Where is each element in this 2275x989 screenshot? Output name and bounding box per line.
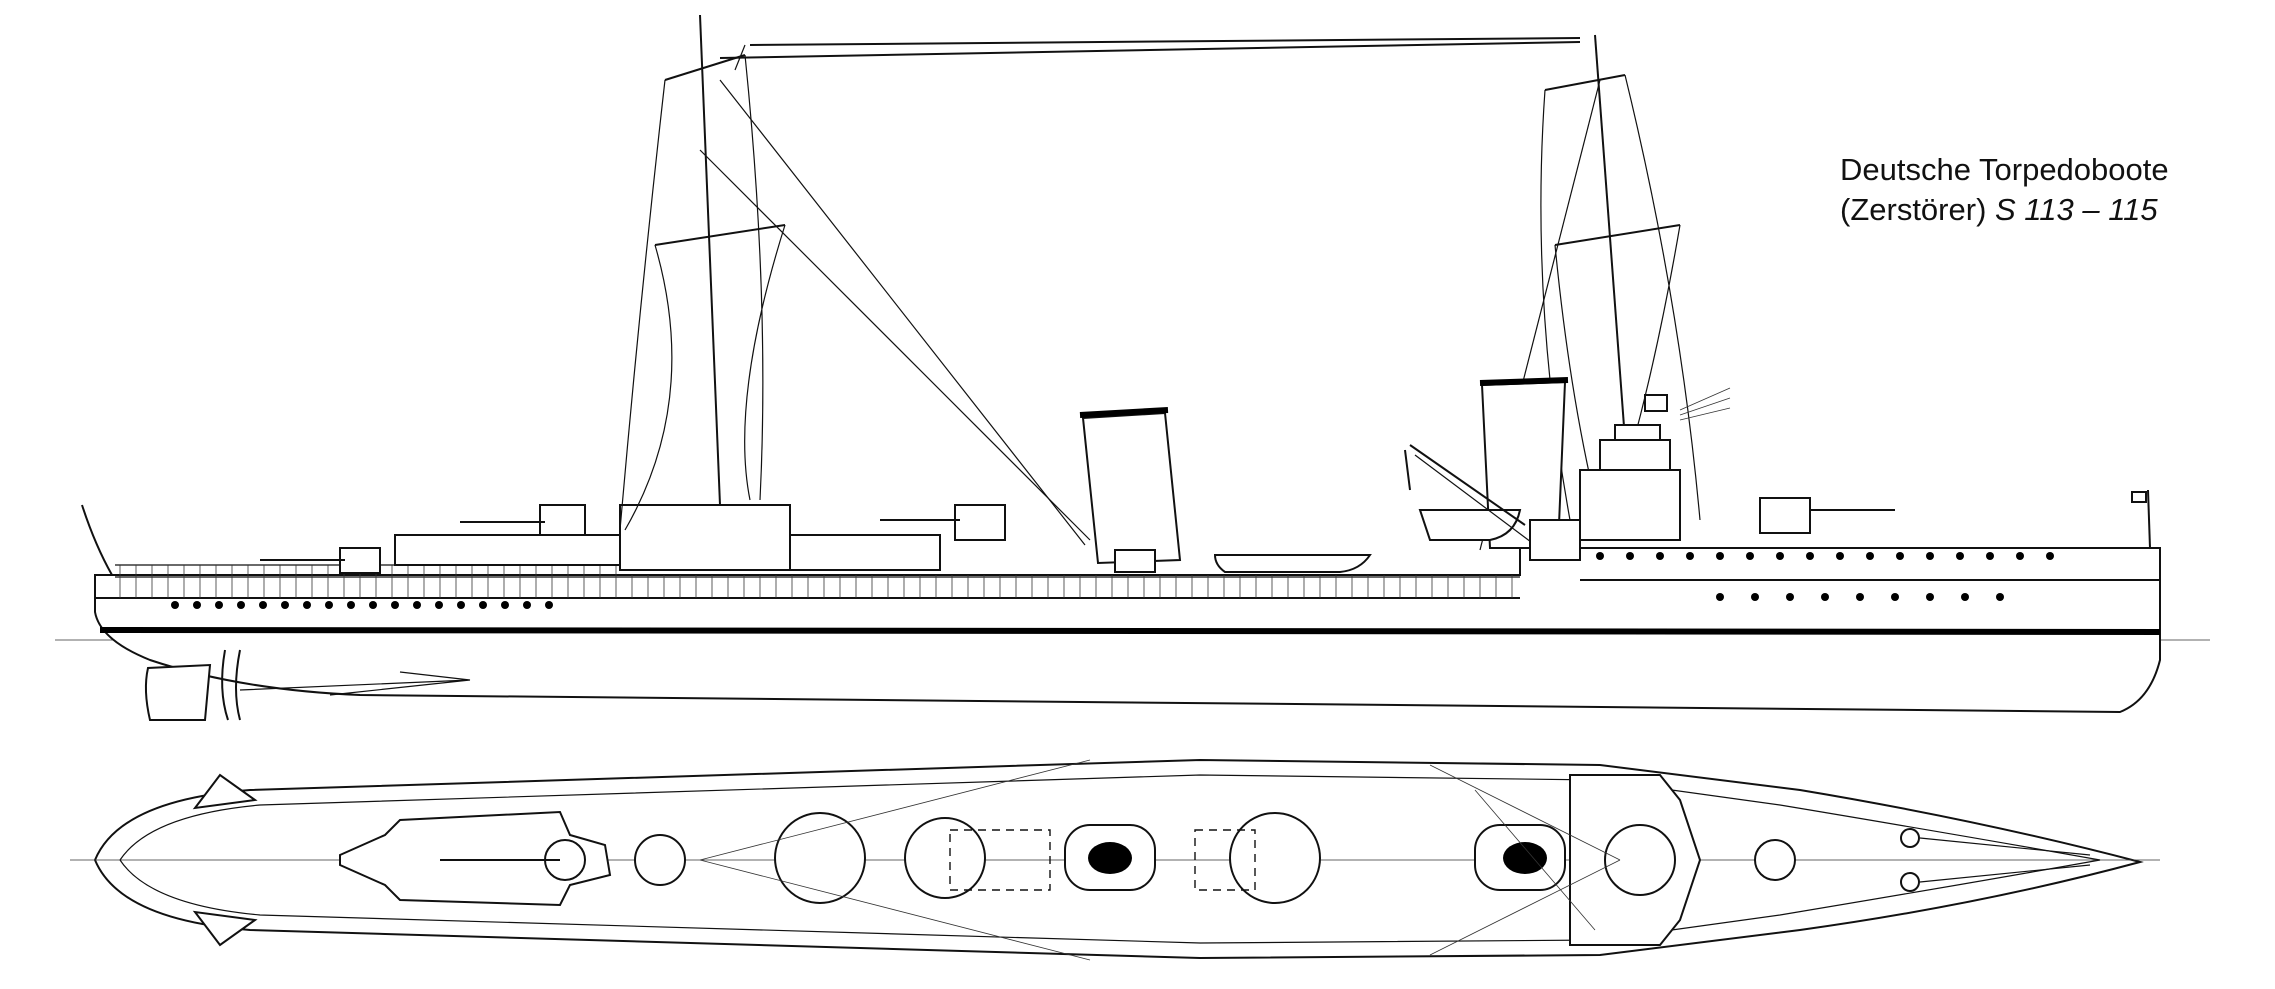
porthole (259, 601, 267, 609)
fore-mast-plan (1604, 824, 1676, 896)
porthole (1891, 593, 1899, 601)
aft-gun-1 (260, 547, 381, 574)
forward-boat (1418, 509, 1522, 541)
midship-deckhouse (789, 534, 941, 571)
porthole (215, 601, 223, 609)
fore-gun (1759, 497, 1895, 534)
porthole (369, 601, 377, 609)
porthole (1776, 552, 1784, 560)
porthole (1926, 593, 1934, 601)
porthole (545, 601, 553, 609)
title-prefix: (Zerstörer) (1840, 192, 1987, 227)
porthole (1751, 593, 1759, 601)
aft-funnel (1079, 407, 1182, 565)
porthole (1716, 552, 1724, 560)
fore-gun-plan (1754, 839, 1796, 881)
aft-superstructure (619, 504, 791, 571)
porthole (303, 601, 311, 609)
rudder (144, 663, 212, 721)
porthole (391, 601, 399, 609)
porthole (501, 601, 509, 609)
midship-gun-plan (904, 817, 986, 899)
aft-deckhouse-plan (339, 810, 612, 907)
midship-boat (1213, 554, 1372, 573)
porthole (325, 601, 333, 609)
side-profile-view (55, 14, 2210, 721)
porthole (1961, 593, 1969, 601)
porthole (1656, 552, 1664, 560)
porthole (171, 601, 179, 609)
porthole (1896, 552, 1904, 560)
drawing-title: Deutsche Torpedoboote (Zerstörer) S 113 … (1840, 150, 2169, 230)
main-mast (619, 14, 1091, 546)
engine-hatch (949, 829, 1051, 891)
midship-gun (880, 504, 1006, 541)
porthole (479, 601, 487, 609)
porthole (1626, 552, 1634, 560)
fore-funnel-plan (1474, 824, 1566, 891)
title-designation: S 113 – 115 (1995, 192, 2158, 227)
porthole (2046, 552, 2054, 560)
top-plan-view (70, 758, 2160, 961)
boot-topping (99, 627, 2161, 635)
deck-vent (1114, 549, 1156, 573)
porthole (523, 601, 531, 609)
antenna-wires (719, 37, 1581, 71)
porthole (1866, 552, 1874, 560)
porthole (1786, 593, 1794, 601)
torpedo-mount-fwd (1229, 812, 1321, 904)
porthole (347, 601, 355, 609)
porthole (1746, 552, 1754, 560)
stern-flagstaff (81, 504, 113, 576)
porthole (1596, 552, 1604, 560)
porthole (1926, 552, 1934, 560)
porthole (281, 601, 289, 609)
stern-fender-starboard (192, 910, 258, 947)
title-line-2: (Zerstörer) S 113 – 115 (1840, 190, 2169, 230)
porthole (1686, 552, 1694, 560)
aft-gun-2 (460, 504, 586, 536)
porthole (2016, 552, 2024, 560)
portholes (171, 552, 2054, 609)
porthole (435, 601, 443, 609)
porthole (1821, 593, 1829, 601)
porthole (1996, 593, 2004, 601)
torpedo-mount-aft (774, 812, 866, 904)
bow-jackstaff (2147, 489, 2151, 549)
title-line-1: Deutsche Torpedoboote (1840, 152, 2169, 187)
hull-side (94, 539, 2161, 714)
aft-gun-2-plan (634, 834, 686, 886)
plan-rigging (699, 759, 1621, 961)
propeller (221, 649, 241, 721)
porthole (1836, 552, 1844, 560)
porthole (237, 601, 245, 609)
bridge (1529, 387, 1731, 561)
stern-fender-port (192, 773, 258, 810)
porthole (1856, 593, 1864, 601)
porthole (1956, 552, 1964, 560)
propeller-shaft (239, 671, 471, 696)
porthole (413, 601, 421, 609)
porthole (1986, 552, 1994, 560)
deck-edge-plan (119, 774, 2101, 944)
porthole (193, 601, 201, 609)
aft-funnel-plan (1064, 824, 1156, 891)
porthole (1716, 593, 1724, 601)
aft-deckhouse (394, 534, 621, 566)
porthole (457, 601, 465, 609)
boiler-hatch (1194, 829, 1256, 891)
bow-flag (2131, 491, 2147, 503)
porthole (1806, 552, 1814, 560)
bow-anchors (1900, 828, 2091, 892)
